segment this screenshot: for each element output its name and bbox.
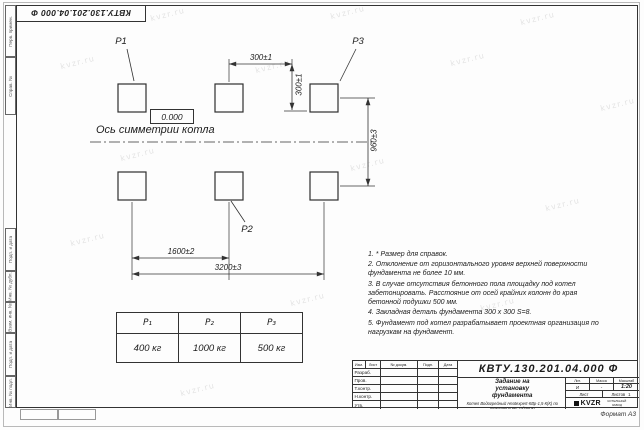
sheet-outer-border: [3, 2, 640, 427]
left-strip-podp-data-1: Подп. и дата: [5, 228, 16, 271]
foundation-pad-3: [309, 83, 339, 113]
load-table-header-p3: Р₃: [241, 313, 302, 334]
load-table-header-p1: Р₁: [117, 313, 179, 334]
note-2: 2. Отклонение от горизонтального уровня …: [368, 261, 588, 278]
kvzr-logo-icon: [574, 401, 580, 406]
left-strip-perv-primen: Перв. примен.: [5, 5, 16, 57]
tb-doc-number: КВТУ.130.201.04.000 Ф: [458, 361, 639, 378]
foundation-pad-2: [214, 83, 244, 113]
load-table-value-p3: 500 кг: [257, 342, 286, 354]
tb-header-data: Дата: [439, 361, 458, 369]
level-mark: 0.000: [150, 109, 194, 124]
tb-header-izm: Изм.: [353, 361, 366, 369]
left-strip-sprav-no: Справ. №: [5, 57, 16, 115]
note-4: 4. Закладная деталь фундамента 300 x 300…: [368, 309, 532, 317]
foundation-pad-4: [117, 171, 147, 201]
notes-block: 1. * Размер для справок. 2. Отклонение о…: [368, 250, 600, 338]
tb-mass-label: Масса: [590, 378, 614, 384]
tb-title-cell: Задание на установку фундамента Котел Во…: [458, 378, 566, 409]
tb-company-cell: KVZR КОТЕЛЬНЫЙ ЗАВОД: [566, 398, 639, 409]
tb-sheets-value: 1: [628, 391, 631, 397]
tb-row-prov: Пров.: [353, 377, 381, 385]
leader-p3: [339, 48, 357, 82]
tb-sheets-label: Листов: [611, 391, 626, 397]
left-strip-inv-podl: Инв. № подл.: [5, 376, 16, 408]
note-1: 1. * Размер для справок.: [368, 251, 448, 258]
pad-label-p1: Р1: [115, 36, 127, 47]
tb-row-nkontr: Н.контр.: [353, 393, 381, 401]
note-3: 3. В случае отсутствия бетонного пола пл…: [368, 280, 578, 307]
foundation-pad-5: [214, 171, 244, 201]
tb-row-razrab: Разраб.: [353, 369, 381, 377]
pad-label-p2: Р2: [241, 224, 253, 235]
tb-row-utv: Утв.: [353, 401, 381, 409]
top-doc-number-box: КВТУ.130.201.04.000 Ф: [16, 5, 146, 22]
left-strip-inv-dubl: Инв. № дубл.: [5, 271, 16, 302]
load-table-header-p2: Р₂: [179, 313, 241, 334]
tb-sheets-cell: Листов 1: [603, 391, 639, 398]
tb-mass-value: -: [590, 384, 614, 391]
tb-product: Котел Водогрейный Heatexpert-КВр-1,5-К(К…: [466, 400, 558, 409]
leader-p1: [126, 48, 135, 82]
left-strip-podp-data-2: Подп. и дата: [5, 333, 16, 376]
dimension-bottom-half: 1600±2: [167, 247, 195, 256]
tb-title: Задание на установку фундамента: [492, 378, 533, 399]
tb-header-dokum: № докум.: [381, 361, 418, 369]
symmetry-axis-label: Ось симметрии котла: [96, 124, 215, 136]
title-block: Изм. Лист № докум. Подп. Дата Разраб. Пр…: [352, 360, 639, 409]
bottom-left-cell-1: [20, 409, 58, 420]
bottom-left-cell-2: [58, 409, 96, 420]
tb-header-podp: Подп.: [418, 361, 439, 369]
tb-sheet-label: Лист: [566, 391, 603, 398]
dimension-top-vertical: 300±1: [294, 73, 304, 96]
tb-scale-value: 1:20: [614, 384, 639, 391]
tb-header-list: Лист: [366, 361, 381, 369]
foundation-pad-6: [309, 171, 339, 201]
pad-label-p3: Р3: [352, 36, 364, 47]
note-5: 5. Фундамент под котел разрабатывает про…: [368, 319, 599, 336]
load-table-value-p1: 400 кг: [117, 334, 179, 362]
tb-lit-value: И: [566, 384, 590, 391]
foundation-pad-1: [117, 83, 147, 113]
tb-scale-label: Масштаб: [614, 378, 639, 384]
load-table-value-p2: 1000 кг: [179, 334, 241, 362]
dimension-top: 300±1: [249, 53, 273, 62]
tb-row-tkontr: Т.контр.: [353, 385, 381, 393]
tb-logo-text: KVZR: [580, 400, 601, 407]
tb-company-name: КОТЕЛЬНЫЙ ЗАВОД: [607, 399, 627, 407]
dimension-bottom-full: 3200±3: [214, 263, 242, 272]
format-label: Формат А3: [600, 411, 636, 418]
load-table: Р₁ Р₂ Р₃ 400 кг 1000 кг 500 кг: [116, 312, 303, 363]
drawing-frame: [16, 5, 638, 408]
dimension-right: 960±3: [369, 129, 379, 152]
tb-lit-label: Лит.: [566, 378, 590, 384]
left-strip-vzam-inv: Взам. инв. №: [5, 302, 16, 333]
leader-p2: [230, 200, 246, 223]
